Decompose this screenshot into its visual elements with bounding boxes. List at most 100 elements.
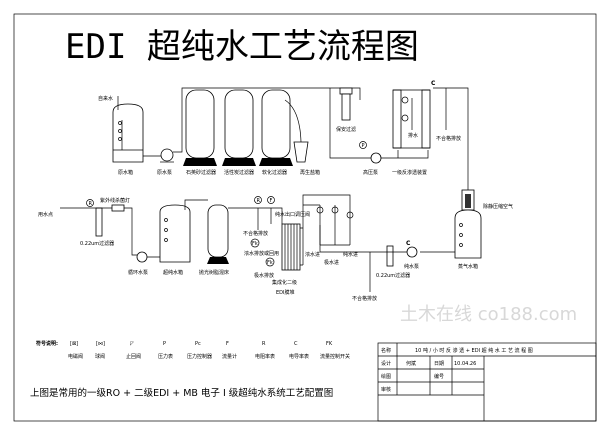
legend-item: FK 流量控制开关	[320, 341, 350, 360]
svg-text:流量控制开关: 流量控制开关	[320, 353, 350, 360]
steam-tank-label: 蒸气水箱	[458, 263, 478, 270]
svg-text:[⊠]: [⊠]	[70, 341, 78, 347]
design-label: 设计	[381, 360, 391, 367]
sand-filter-label: 石英砂过滤器	[186, 169, 216, 176]
filter-022-right-label: 0.22um过滤器	[376, 272, 410, 279]
pure-water-pump: C	[406, 240, 418, 258]
compressed-air-label: 除静压缩空气	[483, 203, 513, 210]
svg-text:电阻率表: 电阻率表	[255, 353, 275, 360]
mixed-bed	[207, 204, 229, 264]
filter-022-left: R	[60, 199, 112, 237]
raw-water-pump	[143, 87, 295, 163]
outlet-valve-label: 纯水出口调压阀	[275, 211, 310, 218]
ro-unit: C	[392, 80, 469, 190]
circ-pump-label: 循环水泵	[128, 269, 148, 276]
edi-label-line1: 集成化二级	[272, 279, 297, 286]
ultrapure-tank-label: 超纯水箱	[163, 269, 183, 276]
ro-drain-label: 排水	[408, 132, 418, 139]
brine-tank-label: 再生盐箱	[300, 169, 320, 176]
filter-022-right	[319, 225, 407, 292]
svg-text:R: R	[257, 198, 261, 204]
hp-pump-label: 高压泵	[363, 169, 378, 176]
svg-text:压力表: 压力表	[158, 353, 173, 360]
sand-filter	[183, 89, 217, 166]
pole-water-label: 极水进	[324, 259, 339, 266]
number-label: 编号	[434, 373, 444, 380]
page-title: EDI 超纯水工艺流程图	[65, 27, 419, 67]
reject-left-label: 不合格排放	[243, 230, 268, 237]
svg-text:压力控制器: 压力控制器	[187, 353, 212, 360]
svg-text:R: R	[89, 201, 93, 207]
softener-filter	[259, 89, 293, 166]
legend-item: Pc 压力控制器	[187, 341, 212, 360]
footer-note: 上图是常用的一级RO + 二级EDI + MB 电子 I 级超纯水系统工艺配置图	[30, 387, 333, 399]
date-value: 10.04.26	[454, 361, 476, 367]
pure-in-label: 纯水进	[343, 251, 358, 258]
svg-text:Fk: Fk	[267, 260, 273, 266]
review-label: 审核	[381, 386, 391, 393]
brine-tank	[284, 99, 309, 163]
filter-022-left-label: 0.22um过滤器	[80, 240, 114, 247]
reject-right-label: 不合格排放	[352, 295, 377, 302]
design-value: 何斌	[406, 360, 416, 367]
svg-text:C: C	[294, 341, 298, 347]
draw-label: 绘图	[381, 373, 391, 380]
svg-text:止回阀: 止回阀	[126, 353, 141, 360]
legend-heading: 符号说明:	[36, 340, 58, 347]
edi-inlet-valves	[302, 194, 354, 265]
svg-text:电磁阀: 电磁阀	[68, 353, 83, 360]
edi-module	[281, 223, 303, 271]
edi-instruments: Fk Fk R F	[228, 196, 283, 267]
svg-text:C: C	[406, 240, 411, 247]
svg-text:Fk: Fk	[252, 241, 258, 247]
raw-water-tank	[112, 96, 144, 163]
svg-text:P: P	[362, 143, 365, 149]
ro-reject-label: 不合格排放	[436, 135, 461, 142]
ro-unit-label: 一级反渗透装置	[392, 169, 427, 176]
legend-item: R 电阻率表	[255, 341, 275, 360]
use-point-label: 用水点	[38, 211, 53, 218]
date-label: 日期	[434, 361, 444, 367]
tap-water-label: 自来水	[98, 95, 113, 102]
pole-drain-label: 极水排放	[254, 272, 274, 279]
carbon-filter	[222, 89, 256, 166]
uv-lamp	[111, 204, 125, 212]
high-pressure-pump: P	[359, 141, 429, 164]
svg-text:流量计: 流量计	[222, 353, 237, 360]
svg-text:F: F	[226, 341, 229, 347]
legend-item: [⋈] 球阀	[95, 341, 105, 360]
name-value: 10 吨 / 小 时 反 渗 透 + EDI 超 纯 水 工 艺 流 程 图	[415, 347, 533, 354]
steam-water-tank	[454, 189, 482, 259]
svg-text:Pc: Pc	[195, 341, 201, 347]
mixed-bed-label: 抛光树脂混床	[199, 269, 229, 276]
uv-lamp-label: 紫外线杀菌灯	[100, 197, 130, 204]
legend-item: ◸ 止回阀	[126, 341, 141, 360]
security-filter	[329, 87, 372, 159]
conc-drain-label: 浓水排放或回用	[244, 250, 279, 257]
svg-text:P: P	[163, 341, 166, 347]
svg-text:FK: FK	[326, 341, 333, 347]
pure-pump-label: 纯水泵	[404, 263, 419, 270]
edi-label-line2: EDI膜堆	[276, 289, 294, 296]
ultrapure-tank	[159, 199, 208, 263]
carbon-filter-label: 活性炭过滤器	[224, 169, 254, 176]
svg-text:球阀: 球阀	[95, 353, 105, 360]
conc-water-label: 浓水进	[305, 251, 320, 258]
circulation-pump	[118, 207, 160, 263]
svg-text:◸: ◸	[130, 341, 134, 347]
raw-pump-label: 原水泵	[157, 169, 172, 176]
title-block	[377, 342, 597, 422]
legend-item: P 压力表	[158, 341, 173, 360]
softener-label: 软化过滤器	[262, 169, 287, 176]
svg-text:C: C	[431, 80, 436, 87]
raw-tank-label: 原水箱	[118, 169, 133, 176]
drawing-frame	[13, 13, 597, 422]
security-filter-label: 保安过滤	[336, 126, 356, 133]
svg-text:R: R	[262, 341, 266, 347]
legend-item: F 流量计	[222, 341, 237, 360]
legend-item: [⊠] 电磁阀	[68, 341, 83, 360]
svg-text:[⋈]: [⋈]	[96, 341, 105, 347]
legend-item: C 电导率表	[289, 341, 309, 360]
svg-text:电导率表: 电导率表	[289, 353, 309, 360]
